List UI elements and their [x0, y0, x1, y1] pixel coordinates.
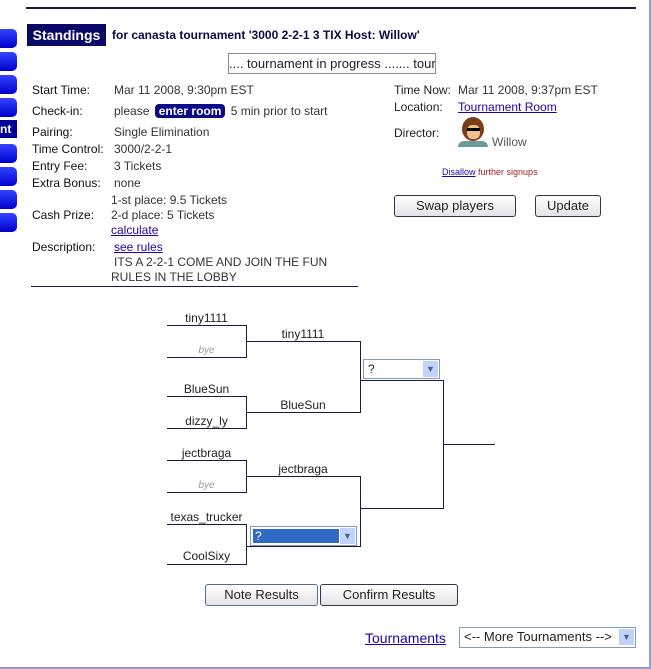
player-name: jectbraga — [181, 446, 232, 460]
bye-slot: bye — [198, 480, 215, 491]
bracket-line — [167, 460, 247, 461]
page-subtitle: for canasta tournament '3000 2-2-1 3 TIX… — [112, 28, 420, 42]
winner-select-top[interactable]: ? ▼ — [363, 359, 440, 379]
sidebar-tab[interactable] — [0, 213, 17, 232]
bracket-line — [246, 476, 361, 477]
player-name: jectbraga — [278, 462, 328, 476]
winner-select-value: ? — [253, 529, 339, 543]
sidebar-tab-active[interactable]: nt — [0, 120, 17, 138]
bracket-line — [167, 325, 247, 326]
bracket-line — [167, 492, 247, 493]
director-name: Willow — [492, 135, 527, 149]
sidebar-tab[interactable] — [0, 144, 17, 163]
player-name: BlueSun — [183, 382, 230, 396]
chevron-down-icon: ▼ — [340, 528, 355, 544]
chevron-down-icon: ▼ — [619, 629, 634, 645]
checkin-prefix: please — [114, 104, 150, 118]
description-line: RULES IN THE LOBBY — [111, 270, 237, 284]
sidebar-tab[interactable] — [0, 167, 17, 186]
prize-second: 2-d place: 5 Tickets — [111, 208, 215, 222]
pairing-value: Single Elimination — [114, 125, 210, 139]
sidebar-tab[interactable] — [0, 75, 17, 94]
time-now-label: Time Now: — [394, 83, 451, 97]
bye-slot: bye — [198, 345, 215, 356]
checkin-label: Check-in: — [32, 104, 83, 118]
status-marquee: .... tournament in progress ....... tour — [228, 53, 436, 74]
player-name: texas_trucker — [170, 510, 243, 524]
cash-prize-label: Cash Prize: — [32, 208, 95, 222]
further-signups-text: further signups — [478, 167, 538, 177]
player-name: CoolSixy — [182, 549, 231, 563]
start-time-value: Mar 11 2008, 9:30pm EST — [114, 83, 254, 97]
chevron-down-icon: ▼ — [423, 361, 438, 377]
sidebar-tab[interactable] — [0, 98, 17, 117]
bracket-line — [167, 357, 247, 358]
bracket-line — [167, 428, 247, 429]
bracket-line — [246, 341, 361, 342]
location-link[interactable]: Tournament Room — [458, 100, 557, 114]
sidebar-tab[interactable] — [0, 190, 17, 209]
update-button[interactable]: Update — [535, 195, 601, 217]
right-border — [649, 0, 651, 669]
winner-select-value: ? — [368, 362, 375, 376]
player-name: BlueSun — [280, 398, 326, 412]
bracket-line — [360, 341, 361, 413]
details-divider — [31, 286, 358, 287]
bracket-line — [167, 396, 247, 397]
start-time-label: Start Time: — [32, 83, 91, 97]
player-name: dizzy_ly — [185, 414, 228, 428]
checkin-suffix: 5 min prior to start — [230, 104, 328, 118]
sidebar-tab[interactable] — [0, 29, 17, 48]
extra-bonus-value: none — [114, 176, 141, 190]
player-name: tiny1111 — [185, 311, 228, 325]
disallow-link[interactable]: Disallow — [442, 167, 476, 177]
extra-bonus-label: Extra Bonus: — [32, 176, 101, 190]
more-tournaments-select[interactable]: <-- More Tournaments --> ▼ — [459, 627, 636, 648]
bracket-line — [246, 412, 361, 413]
winner-select-bottom[interactable]: ? ▼ — [250, 526, 357, 546]
time-control-value: 3000/2-2-1 — [114, 142, 173, 156]
bottom-border — [0, 667, 651, 669]
bracket-line — [360, 508, 444, 509]
swap-players-button[interactable]: Swap players — [394, 195, 516, 217]
bracket-line — [246, 524, 247, 565]
bracket-line — [360, 380, 444, 381]
prize-first: 1-st place: 9.5 Tickets — [111, 193, 228, 207]
pairing-label: Pairing: — [32, 125, 73, 139]
see-rules-link[interactable]: see rules — [114, 240, 163, 254]
sidebar-tab[interactable] — [0, 52, 17, 71]
tournaments-link[interactable]: Tournaments — [365, 630, 446, 646]
description-label: Description: — [32, 240, 96, 254]
checkin-value: please enter room 5 min prior to start — [114, 104, 327, 118]
confirm-results-button[interactable]: Confirm Results — [320, 584, 458, 606]
time-now-value: Mar 11 2008, 9:37pm EST — [458, 83, 598, 97]
standings-badge: Standings — [27, 24, 106, 46]
player-name: tiny1111 — [281, 327, 325, 341]
entry-fee-value: 3 Tickets — [114, 159, 162, 173]
entry-fee-label: Entry Fee: — [32, 159, 88, 173]
description-line: ITS A 2-2-1 COME AND JOIN THE FUN — [114, 255, 328, 269]
calculate-link[interactable]: calculate — [111, 223, 159, 237]
bracket-line — [246, 546, 361, 547]
bracket-line — [360, 476, 361, 547]
bracket-line — [167, 564, 247, 565]
director-label: Director: — [394, 126, 440, 140]
more-tournaments-value: <-- More Tournaments --> — [464, 629, 612, 644]
enter-room-button[interactable]: enter room — [154, 104, 226, 118]
director-avatar — [458, 117, 490, 147]
top-rule — [26, 7, 636, 9]
bracket-line — [443, 444, 495, 445]
time-control-label: Time Control: — [32, 142, 104, 156]
location-label: Location: — [394, 100, 443, 114]
note-results-button[interactable]: Note Results — [205, 584, 318, 606]
signup-control: Disallow further signups — [442, 167, 538, 177]
bracket-line — [167, 524, 247, 525]
